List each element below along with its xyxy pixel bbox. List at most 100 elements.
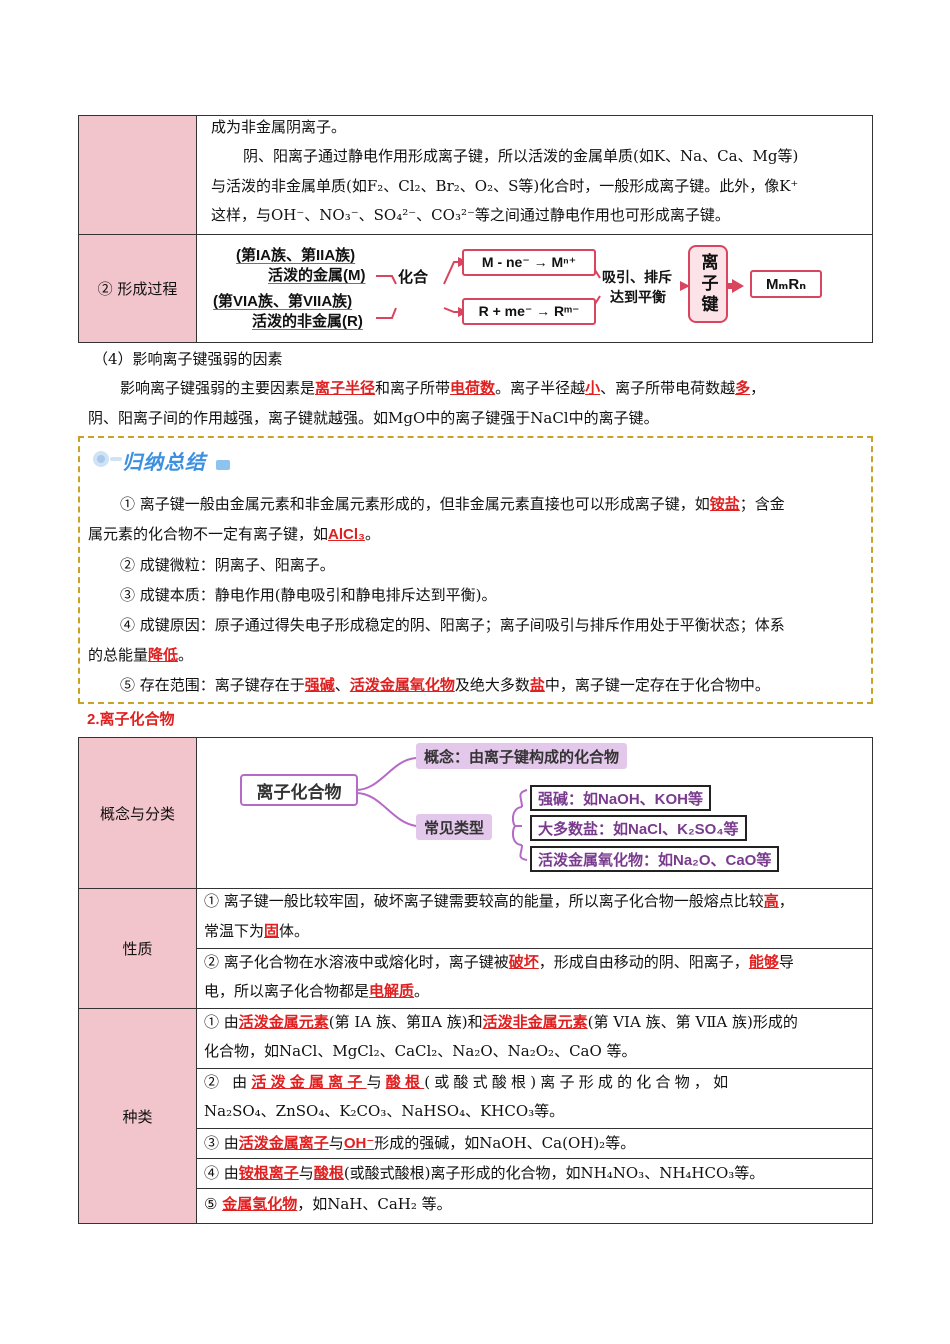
text: 和离子所带 — [375, 379, 451, 397]
diagram-mid: 化合 — [398, 269, 429, 286]
answer-metal-oxide: 活泼金属氧化物 — [349, 676, 455, 694]
table2-sub-divider — [196, 1068, 873, 1069]
row-label-kinds: 种类 — [122, 1107, 153, 1126]
answer-ammonium: 铵盐 — [709, 495, 740, 513]
text: ① 离子键一般由金属元素和非金属元素形成的，但非金属元素直接也可以形成离子键，如 — [120, 495, 710, 513]
text: 与 — [298, 1164, 314, 1182]
text: 、 — [334, 676, 350, 694]
table2-sub-divider — [196, 1128, 873, 1129]
answer-active-metal-ion: 活泼金属离子 — [238, 1134, 329, 1152]
mind-types: 常见类型 — [416, 814, 493, 840]
summary-p4-line1: ④ 成键原因：原子通过得失电子形成稳定的阴、阳离子；离子间吸引与排斥作用处于平衡… — [120, 616, 785, 634]
prop2-line1: ② 离子化合物在水溶液中或熔化时，离子键被破坏，形成自由移动的阴、阳离子，能够导 — [204, 952, 794, 972]
text: ② 由 — [204, 1073, 252, 1091]
text: 的总能量 — [88, 646, 149, 664]
text: ⑤ — [204, 1195, 223, 1213]
table2-row-divider — [78, 888, 873, 889]
text: 。离子半径越 — [495, 379, 586, 397]
prop1-line1: ① 离子键一般比较牢固，破坏离子键需要较高的能量，所以离子化合物一般熔点比较高， — [204, 891, 794, 911]
diagram-left-bot-2: 活泼的非金属(R) — [252, 313, 363, 330]
diagram-left-top-1: (第IA族、第IIA族) — [236, 247, 356, 264]
text: 电，所以离子化合物都是 — [204, 982, 370, 1000]
table2-sub-divider — [196, 1188, 873, 1189]
table-frame — [78, 115, 873, 343]
text: 与 — [366, 1073, 386, 1091]
table2-row-divider — [78, 1008, 873, 1009]
answer-salt: 盐 — [529, 676, 545, 694]
kind2-line2: Na₂SO₄、ZnSO₄、K₂CO₃、NaHSO₄、KHCO₃等。 — [204, 1102, 565, 1120]
diagram-eq-bot: R + me⁻ → Rᵐ⁻ — [462, 298, 596, 325]
kind5: ⑤ 金属氢化物，如NaH、CaH₂ 等。 — [204, 1194, 452, 1214]
text: ② 离子化合物在水溶液中或熔化时，离子键被 — [204, 953, 509, 971]
diagram-bond-box: 离子键 — [688, 245, 728, 323]
text: (第 IA 族、第ⅡA 族)和 — [328, 1013, 483, 1031]
kind1-line1: ① 由活泼金属元素(第 IA 族、第ⅡA 族)和活泼非金属元素(第 VIA 族、… — [204, 1012, 798, 1032]
prop1-line2: 常温下为固体。 — [204, 921, 309, 941]
label-column — [79, 116, 196, 342]
kind2-line1: ② 由活泼金属离子与酸根(或酸式酸根)离子形成的化合物，如 — [204, 1072, 732, 1092]
text: 与 — [328, 1134, 344, 1152]
row1-line4: 这样，与OH⁻、NO₃⁻、SO₄²⁻、CO₃²⁻等之间通过静电作用也可形成离子键… — [211, 206, 730, 224]
answer-ammonium-ion: 铵根离子 — [238, 1164, 299, 1182]
answer-acid-radical: 酸根 — [385, 1073, 425, 1091]
row1-line3: 与活泼的非金属单质(如F₂、Cl₂、Br₂、O₂、S等)化合时，一般形成离子键。… — [211, 177, 799, 195]
column-divider — [196, 115, 197, 343]
text: 影响离子键强弱的主要因素是 — [120, 379, 316, 397]
text: 中，离子键一定存在于化合物中。 — [544, 676, 770, 694]
text: ① 由 — [204, 1013, 239, 1031]
text: ③ 由 — [204, 1134, 239, 1152]
diagram-left-bot-1: (第VIA族、第VIIA族) — [213, 293, 353, 310]
answer-high: 高 — [763, 892, 779, 910]
row-label-concept: 概念与分类 — [99, 804, 175, 823]
kind4: ④ 由铵根离子与酸根(或酸式酸根)离子形成的化合物，如NH₄NO₃、NH₄HCO… — [204, 1163, 764, 1183]
table2-frame — [78, 737, 873, 1224]
kind1-line2: 化合物，如NaCl、MgCl₂、CaCl₂、Na₂O、Na₂O₂、CaO 等。 — [204, 1042, 637, 1060]
factors-line1: 影响离子键强弱的主要因素是离子半径和离子所带电荷数。离子半径越小、离子所带电荷数… — [120, 378, 765, 398]
text: ；含金 — [739, 495, 785, 513]
mind-root: 离子化合物 — [240, 774, 358, 806]
table2-sub-divider — [196, 948, 873, 949]
section2-title: 2.离子化合物 — [87, 711, 175, 728]
row1-line2: 阴、阳离子通过静电作用形成离子键，所以活泼的金属单质(如K、Na、Ca、Mg等) — [243, 147, 799, 165]
text: (或酸式酸根)离子形成的化合物，如NH₄NO₃、NH₄HCO₃等。 — [343, 1164, 765, 1182]
mind-type-metal-oxide: 活泼金属氧化物：如Na₂O、CaO等 — [530, 846, 780, 872]
text: 。 — [178, 646, 194, 664]
answer-broken: 破坏 — [508, 953, 539, 971]
text: 。 — [414, 982, 430, 1000]
answer-alcl3: AlCl₃ — [328, 526, 365, 543]
answer-charge: 电荷数 — [450, 379, 496, 397]
text: 导 — [778, 953, 794, 971]
summary-badge: 归纳总结 — [88, 446, 234, 474]
answer-electrolyte: 电解质 — [369, 982, 415, 1000]
diagram-left-top-2: 活泼的金属(M) — [268, 267, 366, 284]
diagram-attract-2: 达到平衡 — [610, 289, 666, 305]
answer-hydroxide: OH⁻ — [343, 1135, 375, 1152]
factors-line2: 阴、阳离子间的作用越强，离子键就越强。如MgO中的离子键强于NaCl中的离子键。 — [88, 409, 659, 427]
answer-active-metal: 活泼金属元素 — [238, 1013, 329, 1031]
summary-p2: ② 成键微粒：阴离子、阳离子。 — [120, 556, 335, 574]
summary-p1-line1: ① 离子键一般由金属元素和非金属元素形成的，但非金属元素直接也可以形成离子键，如… — [120, 494, 785, 514]
summary-p5: ⑤ 存在范围：离子键存在于强碱、活泼金属氧化物及绝大多数盐中，离子键一定存在于化… — [120, 675, 770, 695]
prop2-line2: 电，所以离子化合物都是电解质。 — [204, 981, 429, 1001]
diagram-bond: 离子键 — [698, 252, 718, 316]
table2-label-column — [79, 738, 196, 1223]
answer-can: 能够 — [748, 953, 779, 971]
summary-p4-line2: 的总能量降低。 — [88, 645, 193, 665]
diagram-eq-top: M - ne⁻ → Mⁿ⁺ — [462, 249, 596, 276]
answer-lower: 降低 — [148, 646, 179, 664]
text: ④ 由 — [204, 1164, 239, 1182]
summary-badge-art — [93, 451, 230, 470]
answer-strong-base: 强碱 — [304, 676, 335, 694]
table2-column-divider — [196, 737, 197, 1224]
diagram-attract-1: 吸引、排斥 — [602, 269, 672, 285]
text: (第 VIA 族、第 VⅡA 族)形成的 — [587, 1013, 798, 1031]
mind-type-strong-base: 强碱：如NaOH、KOH等 — [530, 785, 712, 811]
answer-acid-radical: 酸根 — [313, 1164, 344, 1182]
summary-badge-text: 归纳总结 — [122, 452, 206, 474]
answer-more: 多 — [735, 379, 751, 397]
answer-active-nonmetal: 活泼非金属元素 — [482, 1013, 588, 1031]
text: ，形成自由移动的阴、阳离子， — [538, 953, 749, 971]
text: ① 离子键一般比较牢固，破坏离子键需要较高的能量，所以离子化合物一般熔点比较 — [204, 892, 764, 910]
answer-solid: 固 — [264, 922, 280, 940]
answer-active-metal-ion: 活泼金属离子 — [251, 1073, 367, 1091]
